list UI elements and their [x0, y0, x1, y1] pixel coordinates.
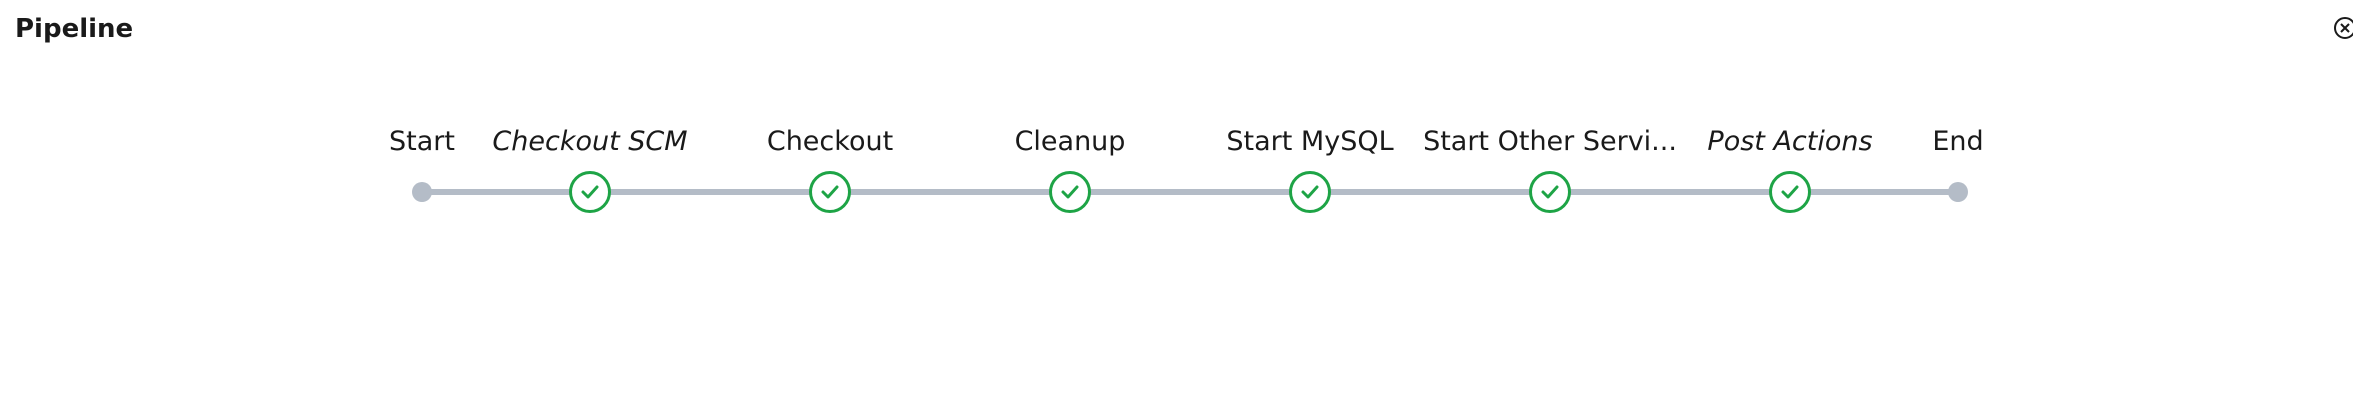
end-node — [1948, 182, 1968, 202]
success-check-icon[interactable] — [569, 171, 611, 213]
page-title: Pipeline — [15, 14, 134, 44]
start-node — [412, 182, 432, 202]
pipeline-track — [422, 189, 1958, 195]
success-check-icon[interactable] — [1769, 171, 1811, 213]
stage-label: Checkout — [766, 126, 894, 157]
stage-label: Checkout SCM — [492, 126, 688, 157]
stage-label: Cleanup — [1014, 126, 1126, 157]
stage-label: End — [1932, 126, 1984, 157]
success-check-icon[interactable] — [1049, 171, 1091, 213]
success-check-icon[interactable] — [1289, 171, 1331, 213]
success-check-icon[interactable] — [809, 171, 851, 213]
stage-label: Post Actions — [1707, 126, 1873, 157]
success-check-icon[interactable] — [1529, 171, 1571, 213]
stage-label: Start Other Servi... — [1423, 126, 1677, 157]
stage-label: Start — [389, 126, 455, 157]
close-icon[interactable] — [2334, 17, 2353, 39]
stage-label: Start MySQL — [1226, 126, 1394, 157]
close-x-glyph — [2340, 23, 2350, 33]
